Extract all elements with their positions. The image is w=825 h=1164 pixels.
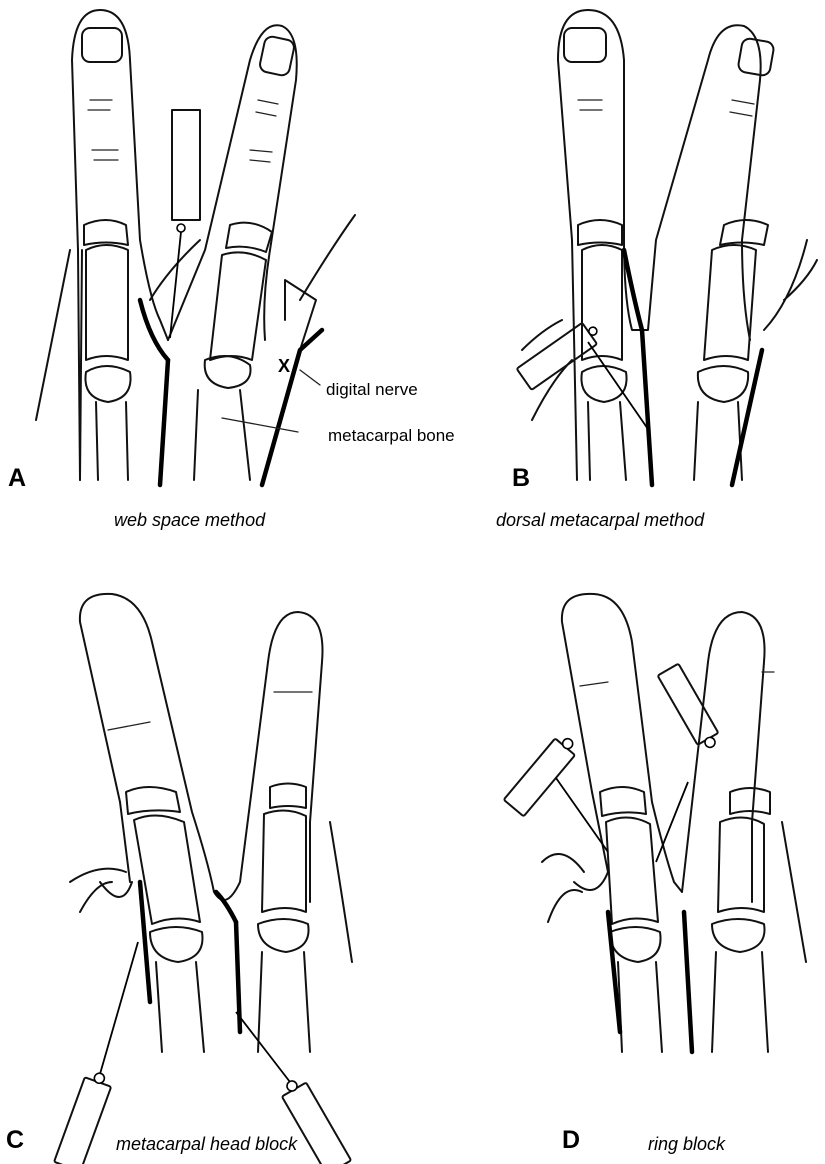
syringe-hub <box>177 224 185 232</box>
right-fingernail <box>259 35 296 76</box>
syringe-angled <box>517 318 604 390</box>
panel-metacarpal-head-block: C metacarpal head block <box>0 582 412 1164</box>
nerve-mark-x: X <box>278 356 290 377</box>
panel-caption-a: web space method <box>114 510 265 531</box>
left-fingernail <box>82 28 122 62</box>
panel-letter-c: C <box>6 1126 24 1155</box>
panel-dorsal-metacarpal-method: B dorsal metacarpal method <box>412 0 825 582</box>
digital-nerve-label: digital nerve <box>326 380 418 400</box>
syringe-barrel <box>172 110 200 220</box>
metacarpal-bone-leader <box>222 418 298 432</box>
panel-letter-b: B <box>512 464 530 493</box>
panel-letter-a: A <box>8 464 26 493</box>
right-finger-outline <box>168 25 297 340</box>
metacarpal-head-illustration <box>0 582 412 1164</box>
panel-letter-d: D <box>562 1126 580 1155</box>
syringe-upper-middle <box>658 664 723 753</box>
panel-web-space-method: X digital nerve metacarpal bone A web sp… <box>0 0 412 582</box>
syringe-upper-left <box>504 732 581 817</box>
digital-nerve-left <box>160 360 168 485</box>
web-space-illustration <box>0 0 412 582</box>
panel-caption-c: metacarpal head block <box>116 1134 297 1155</box>
ring-block-illustration <box>412 582 825 1164</box>
dorsal-metacarpal-illustration <box>412 0 825 582</box>
syringe-lower-left <box>54 1069 114 1164</box>
panel-caption-b: dorsal metacarpal method <box>496 510 704 531</box>
panel-ring-block: D ring block <box>412 582 825 1164</box>
panel-caption-d: ring block <box>648 1134 725 1155</box>
digital-nerve-leader <box>300 370 320 385</box>
digital-nerve-right <box>262 330 322 485</box>
